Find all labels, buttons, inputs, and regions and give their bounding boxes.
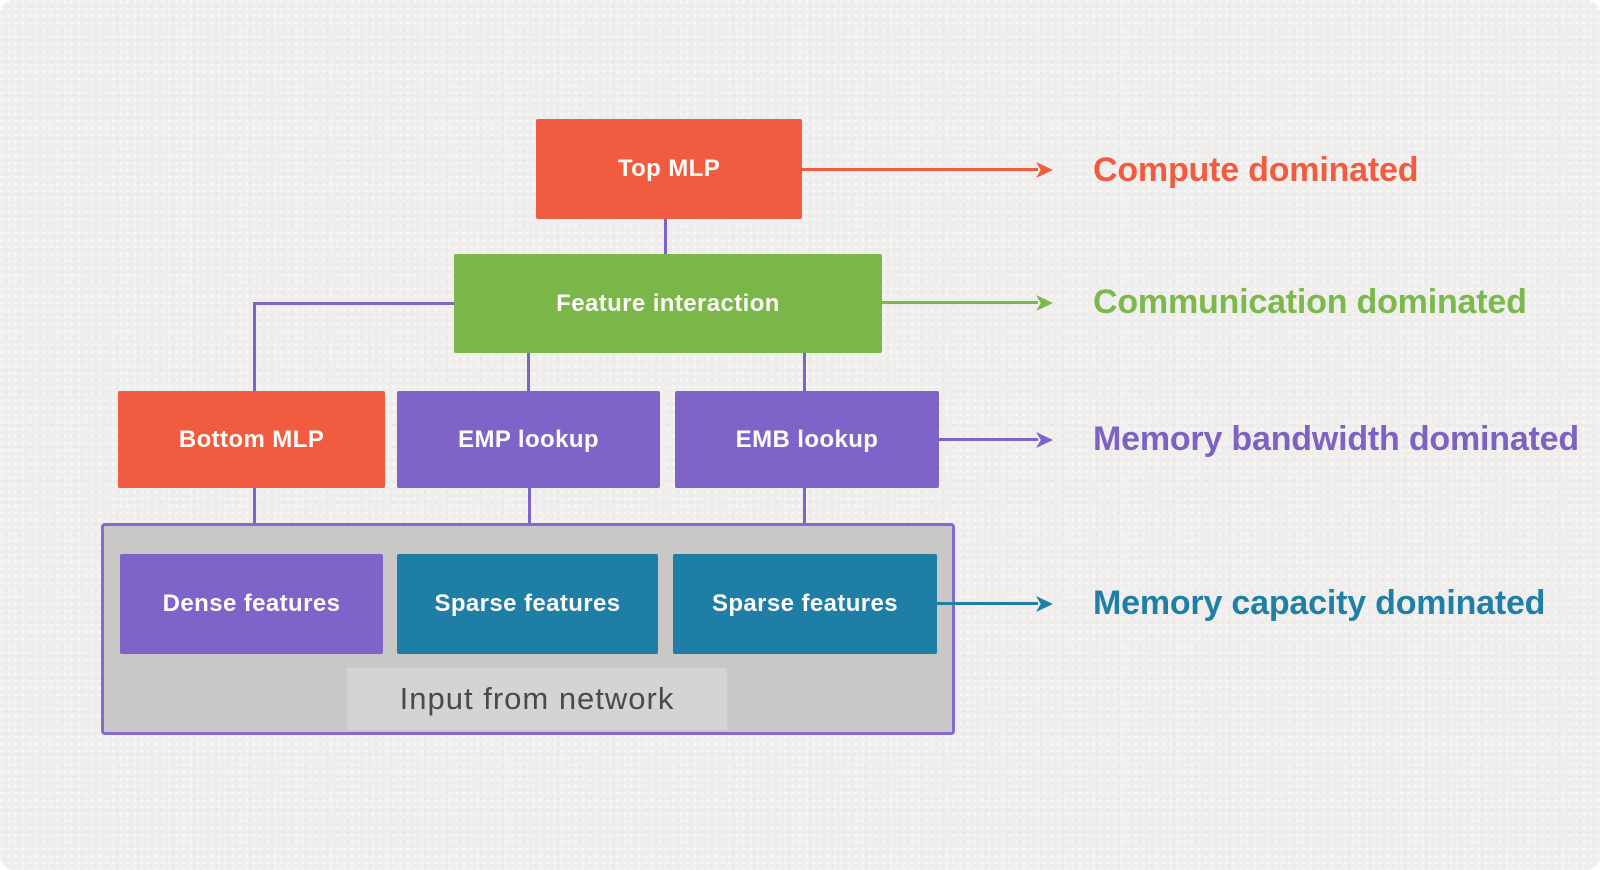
connector-emblookup-sparsefeatures2 <box>803 488 806 554</box>
annotation-compute-dominated: Compute dominated <box>1093 151 1419 189</box>
node-dense-features: Dense features <box>120 554 383 654</box>
arrow-right-icon <box>1036 162 1053 178</box>
connector-featureinteraction-bottommlp-vertical <box>253 302 256 391</box>
arrow-memory-bandwidth-line <box>939 438 1038 441</box>
node-emb-lookup-label: EMB lookup <box>735 425 879 453</box>
node-bottom-mlp: Bottom MLP <box>118 391 385 488</box>
node-feature-interaction-label: Feature interaction <box>556 289 780 317</box>
arrow-memory-capacity-line <box>937 602 1038 605</box>
node-feature-interaction: Feature interaction <box>454 254 882 353</box>
connector-featureinteraction-emplookup <box>527 353 530 391</box>
input-from-network-label-band: Input from network <box>347 668 727 730</box>
annotation-memory-capacity-dominated: Memory capacity dominated <box>1093 584 1546 622</box>
node-sparse-features-2: Sparse features <box>673 554 937 654</box>
node-emp-lookup-label: EMP lookup <box>458 425 599 453</box>
node-sparse-features-2-label: Sparse features <box>711 590 899 617</box>
node-sparse-features-1-label: Sparse features <box>434 590 621 617</box>
arrow-right-icon <box>1036 295 1053 311</box>
node-emb-lookup: EMB lookup <box>675 391 939 488</box>
node-emp-lookup: EMP lookup <box>397 391 660 488</box>
connector-bottommlp-densefeatures <box>253 488 256 554</box>
connector-featureinteraction-bottommlp-horizontal <box>253 302 457 305</box>
node-dense-features-label: Dense features <box>162 590 341 617</box>
arrow-communication-line <box>882 301 1038 304</box>
arrow-right-icon <box>1036 596 1053 612</box>
node-top-mlp-label: Top MLP <box>617 155 721 182</box>
annotation-memory-bandwidth-dominated: Memory bandwidth dominated <box>1093 420 1579 458</box>
connector-featureinteraction-emblookup <box>803 353 806 391</box>
input-from-network-label: Input from network <box>399 681 675 716</box>
node-bottom-mlp-label: Bottom MLP <box>178 425 325 453</box>
node-sparse-features-1: Sparse features <box>397 554 658 654</box>
annotation-communication-dominated: Communication dominated <box>1093 283 1527 321</box>
arrow-right-icon <box>1036 432 1053 448</box>
connector-emplookup-sparsefeatures1 <box>528 488 531 554</box>
connector-topmlp-featureinteraction <box>664 219 667 254</box>
node-top-mlp: Top MLP <box>536 119 802 219</box>
arrow-compute-line <box>802 168 1038 171</box>
